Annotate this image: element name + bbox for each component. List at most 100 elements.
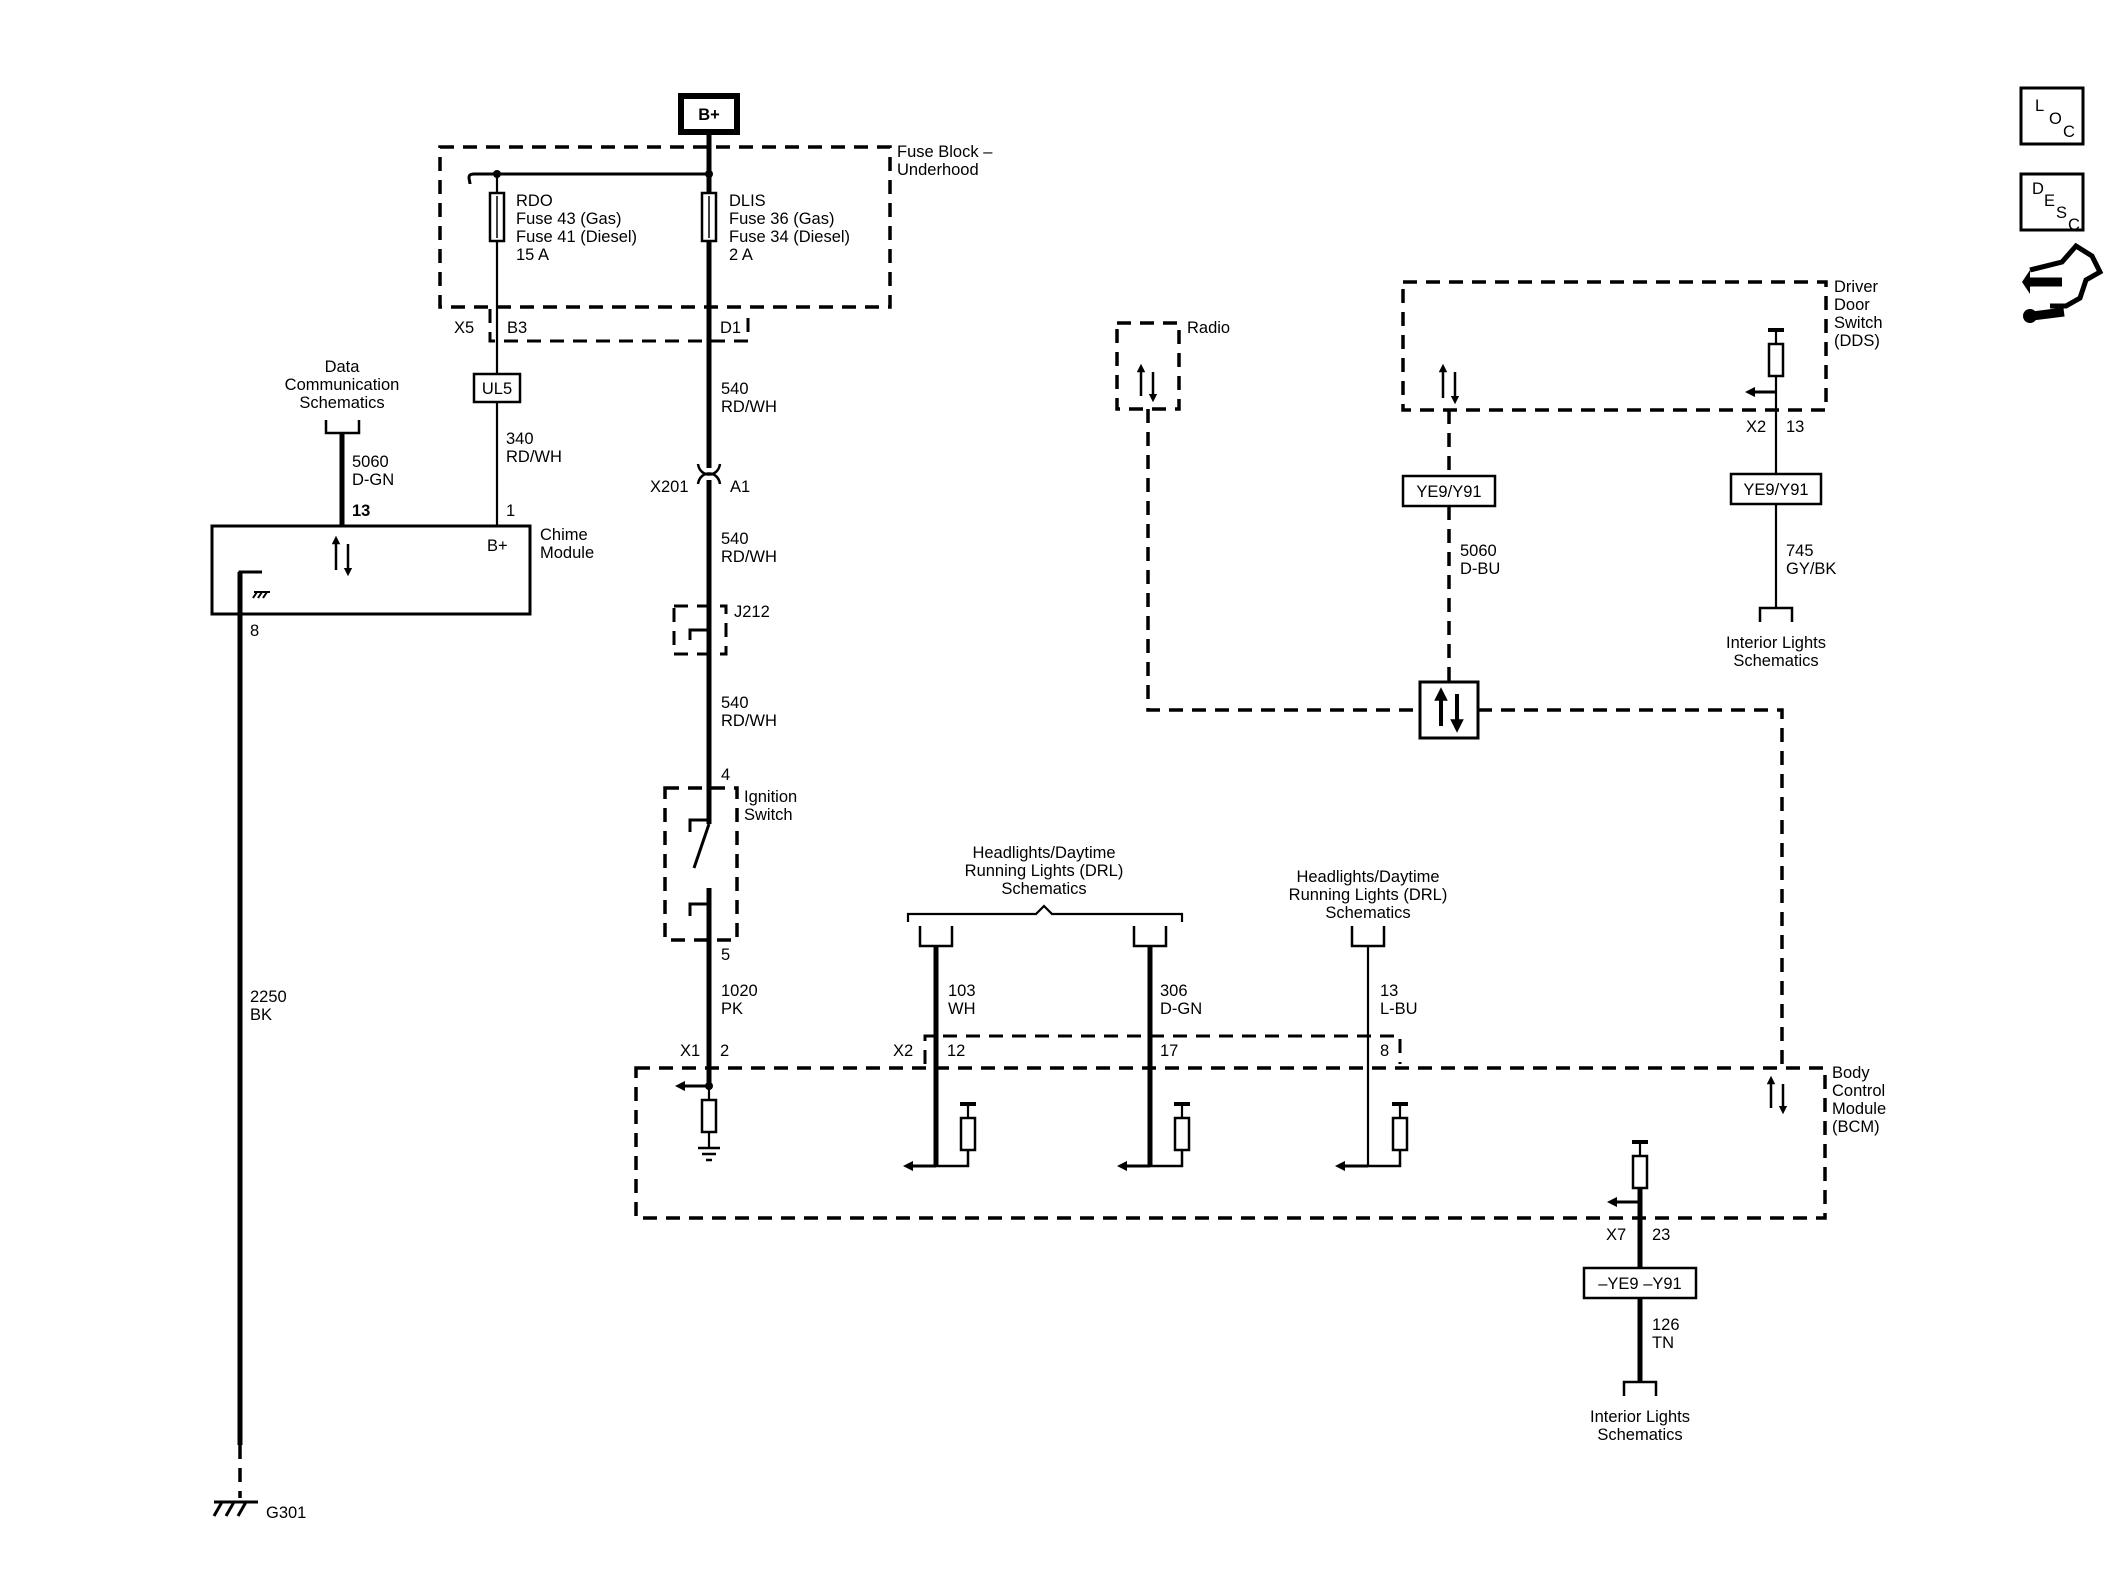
loc-button[interactable]: L O C bbox=[2019, 86, 2085, 146]
svg-text:2 A: 2 A bbox=[729, 246, 753, 264]
svg-text:12: 12 bbox=[947, 1042, 965, 1060]
svg-text:D-GN: D-GN bbox=[352, 471, 394, 489]
svg-text:Schematics: Schematics bbox=[1325, 904, 1410, 922]
svg-text:Schematics: Schematics bbox=[1001, 880, 1086, 898]
svg-text:Communication: Communication bbox=[285, 376, 400, 394]
connector-wrench-icon[interactable] bbox=[2022, 242, 2104, 323]
option-ye9-y91-left: YE9/Y91 bbox=[1401, 474, 1497, 508]
data-communication-reference[interactable]: Data Communication Schematics bbox=[285, 358, 400, 435]
splice-ul5: UL5 bbox=[472, 372, 522, 404]
svg-text:Running Lights (DRL): Running Lights (DRL) bbox=[965, 862, 1124, 880]
svg-text:YE9/Y91: YE9/Y91 bbox=[1416, 483, 1481, 501]
svg-text:Fuse 41 (Diesel): Fuse 41 (Diesel) bbox=[516, 228, 637, 246]
splice-j212: J212 bbox=[672, 603, 770, 656]
svg-text:4: 4 bbox=[721, 766, 730, 784]
fuse-block-title: Fuse Block – bbox=[897, 143, 993, 161]
svg-text:C: C bbox=[2068, 216, 2080, 234]
svg-text:RD/WH: RD/WH bbox=[721, 548, 777, 566]
svg-text:Schematics: Schematics bbox=[1597, 1426, 1682, 1444]
svg-text:17: 17 bbox=[1160, 1042, 1178, 1060]
svg-text:126: 126 bbox=[1652, 1316, 1680, 1334]
svg-text:PK: PK bbox=[721, 1000, 743, 1018]
connector-x5: X5 B3 D1 bbox=[454, 309, 750, 343]
svg-text:13: 13 bbox=[352, 502, 370, 520]
svg-text:Module: Module bbox=[540, 544, 594, 562]
svg-text:GY/BK: GY/BK bbox=[1786, 560, 1836, 578]
svg-text:L-BU: L-BU bbox=[1380, 1000, 1418, 1018]
battery-bplus-box: B+ bbox=[678, 93, 740, 135]
svg-text:Headlights/Daytime: Headlights/Daytime bbox=[972, 844, 1115, 862]
svg-text:540: 540 bbox=[721, 694, 749, 712]
svg-text:RD/WH: RD/WH bbox=[721, 712, 777, 730]
svg-text:Chime: Chime bbox=[540, 526, 588, 544]
svg-text:D-GN: D-GN bbox=[1160, 1000, 1202, 1018]
headlights-drl-reference-group[interactable]: Headlights/Daytime Running Lights (DRL) … bbox=[906, 844, 1184, 948]
svg-text:X2: X2 bbox=[893, 1042, 913, 1060]
svg-text:E: E bbox=[2044, 192, 2055, 210]
svg-text:TN: TN bbox=[1652, 1334, 1674, 1352]
svg-text:13: 13 bbox=[1786, 418, 1804, 436]
svg-text:Fuse 36 (Gas): Fuse 36 (Gas) bbox=[729, 210, 834, 228]
chime-module: 13 1 B+ Chime Module bbox=[210, 502, 594, 616]
body-control-module: Body Control Module (BCM) bbox=[634, 1064, 1886, 1222]
svg-text:Interior Lights: Interior Lights bbox=[1726, 634, 1826, 652]
svg-text:D-BU: D-BU bbox=[1460, 560, 1500, 578]
svg-text:2250: 2250 bbox=[250, 988, 287, 1006]
svg-text:23: 23 bbox=[1652, 1226, 1670, 1244]
desc-button[interactable]: D E S C bbox=[2019, 172, 2085, 234]
svg-text:RD/WH: RD/WH bbox=[506, 448, 562, 466]
interior-lights-reference-dds[interactable]: Interior Lights Schematics bbox=[1726, 606, 1826, 670]
inline-connector-x201: X201 A1 bbox=[650, 463, 750, 496]
headlights-drl-reference-single[interactable]: Headlights/Daytime Running Lights (DRL) … bbox=[1289, 868, 1448, 948]
svg-text:Control: Control bbox=[1832, 1082, 1885, 1100]
svg-text:B+: B+ bbox=[698, 106, 720, 124]
svg-text:X2: X2 bbox=[1746, 418, 1766, 436]
svg-text:13: 13 bbox=[1380, 982, 1398, 1000]
svg-text:5: 5 bbox=[721, 946, 730, 964]
svg-text:2: 2 bbox=[720, 1042, 729, 1060]
svg-text:Underhood: Underhood bbox=[897, 161, 979, 179]
svg-text:D1: D1 bbox=[720, 319, 741, 337]
svg-text:5060: 5060 bbox=[1460, 542, 1497, 560]
svg-text:C: C bbox=[2063, 123, 2075, 141]
svg-text:(BCM): (BCM) bbox=[1832, 1118, 1880, 1136]
svg-text:Schematics: Schematics bbox=[299, 394, 384, 412]
serial-data-line-radio bbox=[1146, 409, 1420, 712]
svg-text:Fuse 34 (Diesel): Fuse 34 (Diesel) bbox=[729, 228, 850, 246]
svg-text:Door: Door bbox=[1834, 296, 1870, 314]
svg-text:O: O bbox=[2049, 110, 2062, 128]
svg-text:B3: B3 bbox=[507, 319, 527, 337]
svg-text:X7: X7 bbox=[1606, 1226, 1626, 1244]
svg-text:Switch: Switch bbox=[744, 806, 793, 824]
svg-text:D: D bbox=[2032, 180, 2044, 198]
serial-data-line-bcm bbox=[1478, 708, 1784, 1070]
svg-text:8: 8 bbox=[250, 622, 259, 640]
svg-text:(DDS): (DDS) bbox=[1834, 332, 1880, 350]
svg-text:X1: X1 bbox=[680, 1042, 700, 1060]
svg-text:540: 540 bbox=[721, 380, 749, 398]
svg-text:Module: Module bbox=[1832, 1100, 1886, 1118]
svg-text:RDO: RDO bbox=[516, 192, 553, 210]
svg-text:DLIS: DLIS bbox=[729, 192, 766, 210]
svg-text:103: 103 bbox=[948, 982, 976, 1000]
svg-text:X201: X201 bbox=[650, 478, 689, 496]
svg-text:J212: J212 bbox=[734, 603, 770, 621]
svg-text:RD/WH: RD/WH bbox=[721, 398, 777, 416]
svg-text:–YE9 –Y91: –YE9 –Y91 bbox=[1598, 1275, 1681, 1293]
radio: Radio bbox=[1115, 319, 1230, 411]
svg-text:Body: Body bbox=[1832, 1064, 1870, 1082]
svg-text:Driver: Driver bbox=[1834, 278, 1879, 296]
svg-text:8: 8 bbox=[1380, 1042, 1389, 1060]
svg-text:306: 306 bbox=[1160, 982, 1188, 1000]
svg-text:Running Lights (DRL): Running Lights (DRL) bbox=[1289, 886, 1448, 904]
interior-lights-reference-bcm[interactable]: Interior Lights Schematics bbox=[1590, 1380, 1690, 1444]
svg-text:Headlights/Daytime: Headlights/Daytime bbox=[1296, 868, 1439, 886]
svg-text:1: 1 bbox=[506, 502, 515, 520]
option-ye9-y91-right: YE9/Y91 bbox=[1729, 472, 1823, 506]
svg-text:Ignition: Ignition bbox=[744, 788, 797, 806]
svg-text:Fuse 43 (Gas): Fuse 43 (Gas) bbox=[516, 210, 621, 228]
serial-data-splice bbox=[1418, 680, 1480, 740]
svg-text:YE9/Y91: YE9/Y91 bbox=[1743, 481, 1808, 499]
svg-text:745: 745 bbox=[1786, 542, 1814, 560]
svg-text:Switch: Switch bbox=[1834, 314, 1883, 332]
